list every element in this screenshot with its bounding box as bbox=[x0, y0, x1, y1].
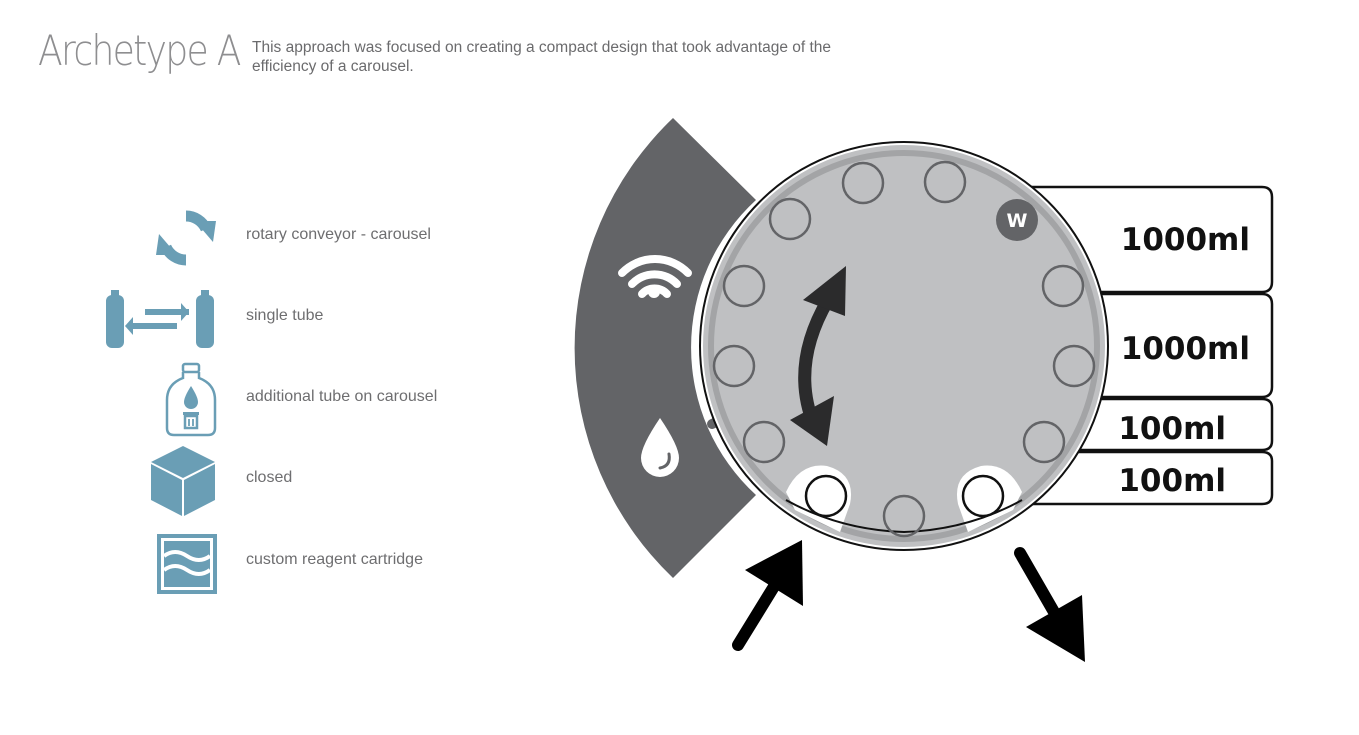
rotation-arrow-icon bbox=[790, 266, 846, 446]
tube-slot bbox=[923, 160, 967, 204]
tube-slot bbox=[768, 197, 812, 241]
volume-label: 100ml bbox=[1118, 411, 1226, 447]
carousel-sector bbox=[574, 118, 756, 578]
legend-label: closed bbox=[246, 469, 293, 486]
page-description: This approach was focused on creating a … bbox=[252, 39, 832, 75]
unload-slot bbox=[961, 474, 1005, 518]
output-arrow-icon bbox=[1014, 547, 1085, 662]
legend-item-single-tube: single tube bbox=[0, 287, 520, 357]
tube-slot bbox=[712, 344, 756, 388]
legend-item-additional-tube: additional tube on carousel bbox=[0, 360, 520, 437]
legend-label: single tube bbox=[246, 307, 324, 324]
page-title: Archetype A bbox=[38, 26, 241, 75]
volume-label: 1000ml bbox=[1121, 222, 1250, 258]
svg-text:W: W bbox=[1007, 210, 1028, 232]
waste-badge: W bbox=[996, 199, 1038, 241]
input-arrow-icon bbox=[732, 540, 803, 651]
tube-slots bbox=[712, 160, 1096, 538]
legend-label: rotary conveyor - carousel bbox=[246, 226, 431, 243]
load-slot bbox=[804, 474, 848, 518]
wifi-icon bbox=[618, 255, 692, 298]
tube-slot bbox=[722, 264, 766, 308]
legend-item-cartridge: custom reagent cartridge bbox=[0, 532, 520, 602]
tube-slot bbox=[1052, 344, 1096, 388]
cube-icon bbox=[151, 446, 215, 516]
bottle-icon bbox=[165, 362, 217, 437]
legend-label: custom reagent cartridge bbox=[246, 551, 423, 568]
volume-label: 1000ml bbox=[1121, 331, 1250, 367]
carousel-wheel bbox=[699, 141, 1109, 551]
tube-slot bbox=[882, 494, 926, 538]
tube-swap-icon bbox=[106, 290, 214, 348]
legend-item-rotary: rotary conveyor - carousel bbox=[0, 205, 520, 275]
tube-slot bbox=[841, 161, 885, 205]
legend-label: additional tube on carousel bbox=[246, 388, 438, 405]
droplet-icon bbox=[641, 418, 679, 477]
legend-item-closed: closed bbox=[0, 445, 520, 516]
cartridge-icon bbox=[157, 534, 217, 594]
tube-slot bbox=[742, 420, 786, 464]
tube-slot bbox=[1022, 420, 1066, 464]
volume-label: 100ml bbox=[1118, 463, 1226, 499]
rotate-arrows-icon bbox=[156, 210, 216, 266]
tube-slot bbox=[1041, 264, 1085, 308]
